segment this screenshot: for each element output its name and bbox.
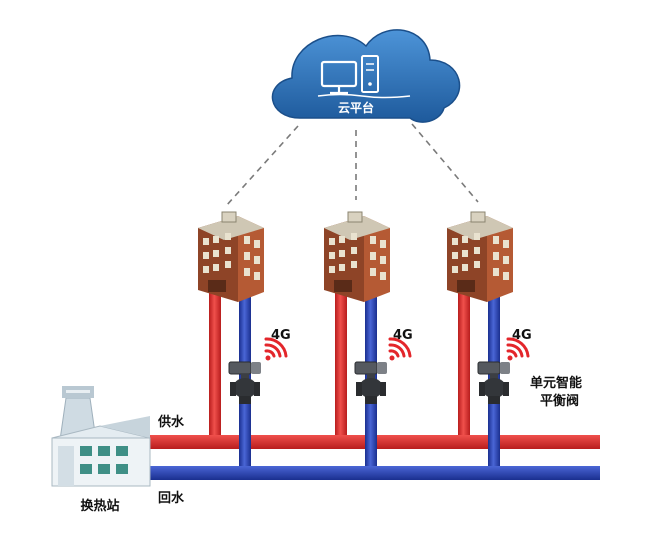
building-icon <box>447 211 513 302</box>
signal-3: 4G <box>506 328 532 361</box>
wifi-signal-icon <box>264 337 288 361</box>
return-water-label: 回水 <box>158 490 185 506</box>
supply-water-label: 供水 <box>157 414 185 430</box>
wifi-signal-icon <box>388 337 412 361</box>
supply-riser-3 <box>458 282 470 442</box>
cloud-icon <box>271 29 461 123</box>
building-icon <box>198 211 264 302</box>
valve-label: 单元智能 平衡阀 <box>530 375 582 409</box>
factory-icon <box>51 386 151 487</box>
return-main-pipe <box>150 466 600 480</box>
balance-valve-3 <box>477 361 510 404</box>
valve-label-line-2: 平衡阀 <box>540 393 579 409</box>
valve-icon <box>477 361 510 404</box>
link-1 <box>225 125 299 207</box>
network-links <box>225 123 479 207</box>
station-label: 换热站 <box>80 498 119 514</box>
supply-riser-2 <box>335 282 347 442</box>
heat-exchange-station: 换热站 <box>51 386 151 514</box>
signal-label: 4G <box>271 328 291 343</box>
building-3 <box>447 211 513 302</box>
valve-label-line-1: 单元智能 <box>530 375 582 391</box>
server-icon <box>361 55 379 93</box>
building-1 <box>198 211 264 302</box>
cloud-label: 云平台 <box>338 100 374 115</box>
wifi-signal-icon <box>506 337 530 361</box>
cloud-platform: 云平台 <box>271 29 461 123</box>
balance-valve-2 <box>354 361 387 404</box>
signal-1: 4G <box>264 328 291 361</box>
building-icon <box>324 211 390 302</box>
supply-riser-1 <box>209 282 221 442</box>
link-3 <box>411 123 479 203</box>
return-pipe-network <box>150 288 600 480</box>
valve-icon <box>354 361 387 404</box>
valve-icon <box>228 361 261 404</box>
signal-2: 4G <box>388 328 413 361</box>
balance-valve-1 <box>228 361 261 404</box>
building-2 <box>324 211 390 302</box>
